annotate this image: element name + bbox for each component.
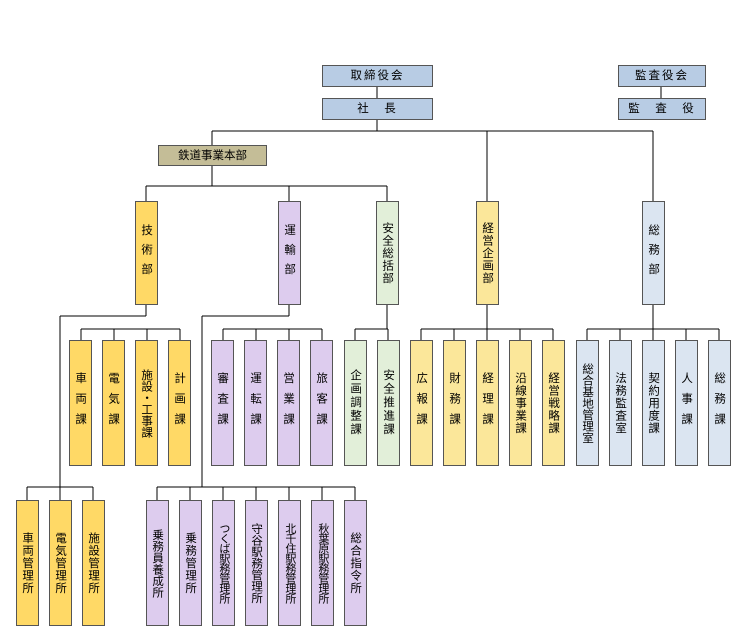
- section-pr: 広報課: [410, 340, 433, 466]
- president-box: 社 長: [322, 98, 433, 120]
- section-line-business: 沿線事業課: [509, 340, 532, 466]
- office-moriya-station: 守谷駅務管理所: [245, 500, 268, 626]
- section-vehicle: 車両課: [69, 340, 92, 466]
- dept-safety: 安全総括部: [376, 201, 399, 305]
- section-procurement: 契約用度課: [642, 340, 665, 466]
- section-passenger: 旅客課: [310, 340, 333, 466]
- office-electric-management: 電気管理所: [49, 500, 72, 626]
- office-crew-management: 乗務管理所: [179, 500, 202, 626]
- section-legal-audit: 法務監査室: [609, 340, 632, 466]
- section-general-affairs: 総務課: [708, 340, 731, 466]
- section-accounting: 経理課: [476, 340, 499, 466]
- section-personnel: 人事課: [675, 340, 698, 466]
- section-operation: 運転課: [244, 340, 267, 466]
- railway-hq-box: 鉄道事業本部: [158, 145, 267, 166]
- office-general-command: 総合指令所: [344, 500, 367, 626]
- office-facility-management: 施設管理所: [82, 500, 105, 626]
- section-planning: 計画課: [168, 340, 191, 466]
- section-facilities-construction: 施設・工事課: [135, 340, 158, 466]
- section-electric: 電気課: [102, 340, 125, 466]
- section-inspection: 審査課: [211, 340, 234, 466]
- office-vehicle-management: 車両管理所: [16, 500, 39, 626]
- office-crew-training: 乗務員養成所: [146, 500, 169, 626]
- board-box: 取締役会: [322, 65, 433, 87]
- dept-admin: 総務部: [642, 201, 665, 305]
- section-coordination: 企画調整課: [344, 340, 367, 466]
- dept-ops: 運輸部: [278, 201, 301, 305]
- audit-board-box: 監査役会: [618, 65, 706, 87]
- office-akihabara-station: 秋葉原駅務管理所: [311, 500, 334, 626]
- section-safety-promotion: 安全推進課: [377, 340, 400, 466]
- section-finance: 財務課: [443, 340, 466, 466]
- section-strategy: 経営戦略課: [542, 340, 565, 466]
- office-tsukuba-station: つくば駅務管理所: [212, 500, 235, 626]
- dept-tech: 技術部: [135, 201, 158, 305]
- auditor-box: 監 査 役: [618, 98, 706, 120]
- section-base-management: 総合基地管理室: [576, 340, 599, 466]
- dept-mgmt: 経営企画部: [476, 201, 499, 305]
- section-sales: 営業課: [277, 340, 300, 466]
- office-kitasenju-station: 北千住駅務管理所: [278, 500, 301, 626]
